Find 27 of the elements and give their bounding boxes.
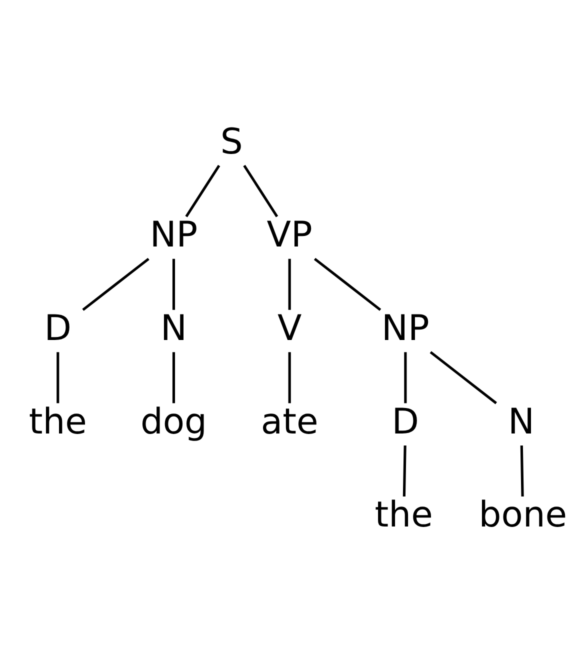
connector bbox=[172, 352, 176, 404]
connector bbox=[430, 351, 497, 404]
node-text: N bbox=[160, 308, 187, 350]
node-text: S bbox=[220, 121, 243, 162]
connector bbox=[82, 258, 150, 311]
node-text: the bbox=[374, 494, 433, 536]
connector bbox=[185, 164, 220, 218]
node-text: dog bbox=[140, 401, 208, 442]
node-text: V bbox=[277, 308, 302, 350]
node-text: N bbox=[508, 401, 535, 442]
node-text: D bbox=[44, 308, 72, 350]
connector bbox=[402, 445, 406, 497]
node-text: the bbox=[28, 401, 87, 442]
connector bbox=[404, 352, 407, 404]
connector bbox=[314, 258, 382, 311]
connector bbox=[520, 445, 524, 497]
node-text: D bbox=[392, 401, 420, 442]
node-text: bone bbox=[478, 494, 568, 536]
node-text: ate bbox=[260, 401, 318, 442]
connector bbox=[288, 352, 291, 404]
node-text: VP bbox=[266, 214, 312, 256]
connector bbox=[288, 258, 291, 310]
connector bbox=[56, 352, 60, 404]
node-text: NP bbox=[382, 308, 430, 350]
connector bbox=[243, 164, 278, 218]
connector bbox=[172, 258, 176, 310]
node-text: NP bbox=[150, 214, 198, 256]
